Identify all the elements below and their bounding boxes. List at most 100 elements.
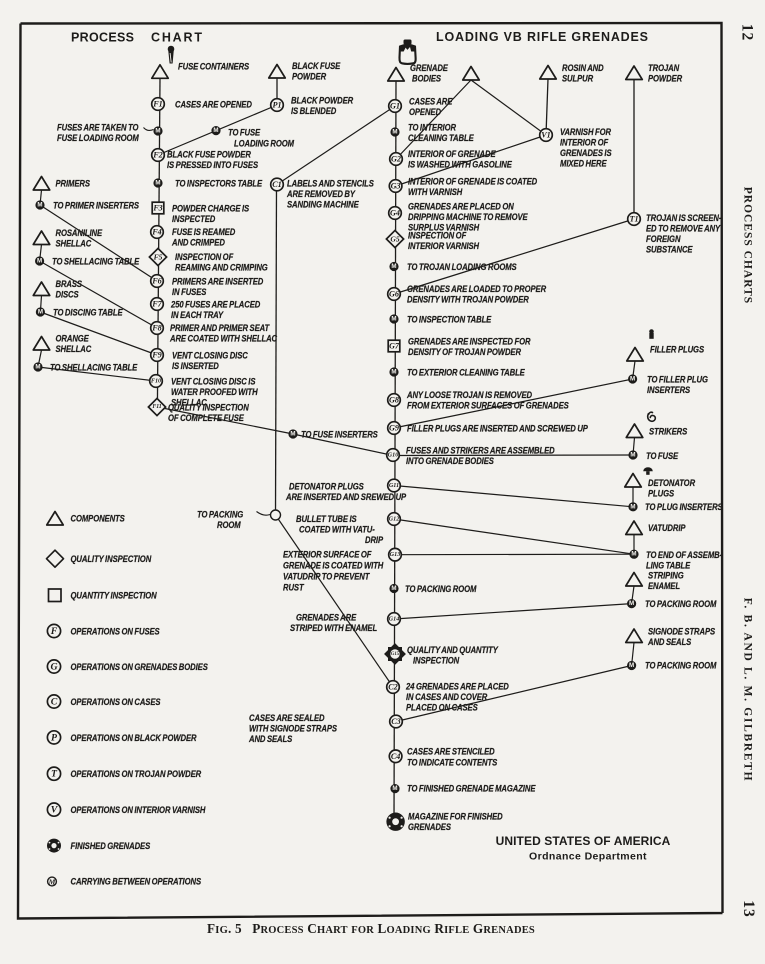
svg-text:INTERIOR OF GRENADE: INTERIOR OF GRENADE: [408, 148, 497, 159]
svg-text:M: M: [629, 600, 634, 607]
svg-text:FOREIGN: FOREIGN: [646, 233, 681, 244]
svg-text:POWDER CHARGE IS: POWDER CHARGE IS: [172, 203, 249, 214]
svg-text:G10: G10: [388, 452, 399, 459]
svg-text:TO INTERIOR: TO INTERIOR: [408, 122, 457, 133]
svg-text:SHELLAC: SHELLAC: [56, 238, 92, 249]
svg-text:AND CRIMPED: AND CRIMPED: [171, 237, 225, 248]
svg-text:M: M: [392, 785, 397, 792]
svg-text:M: M: [290, 431, 295, 438]
svg-text:AND SEALS: AND SEALS: [647, 636, 691, 647]
svg-text:POWDER: POWDER: [292, 71, 327, 82]
svg-text:IN FUSES: IN FUSES: [172, 286, 207, 297]
svg-text:SHELLAC: SHELLAC: [56, 343, 92, 354]
svg-text:DRIPPING MACHINE TO REMOVE: DRIPPING MACHINE TO REMOVE: [408, 211, 529, 222]
svg-text:OPERATIONS ON GRENADES BODIES: OPERATIONS ON GRENADES BODIES: [71, 661, 209, 672]
svg-text:BLACK POWDER: BLACK POWDER: [291, 95, 354, 106]
svg-text:G4: G4: [390, 209, 400, 218]
svg-text:PRIMERS ARE INSERTED: PRIMERS ARE INSERTED: [172, 276, 264, 287]
svg-text:M: M: [630, 376, 635, 383]
svg-text:13: 13: [740, 900, 757, 918]
svg-text:F7: F7: [151, 300, 162, 309]
svg-text:LOADING ROOM: LOADING ROOM: [234, 138, 295, 149]
svg-text:VENT CLOSING DISC: VENT CLOSING DISC: [172, 350, 248, 361]
svg-text:G15: G15: [391, 652, 400, 657]
svg-text:OPENED: OPENED: [409, 106, 442, 117]
svg-text:STRIPED WITH ENAMEL: STRIPED WITH ENAMEL: [290, 622, 377, 633]
svg-text:INTO GRENADE BODIES: INTO GRENADE BODIES: [406, 455, 494, 466]
svg-text:BLACK FUSE: BLACK FUSE: [292, 60, 341, 71]
svg-text:IS BLENDED: IS BLENDED: [291, 105, 337, 116]
svg-text:M: M: [38, 309, 43, 316]
svg-text:V: V: [51, 805, 59, 816]
svg-text:FUSE IS REAMED: FUSE IS REAMED: [172, 226, 236, 237]
svg-text:Ordnance Department: Ordnance Department: [529, 851, 647, 863]
svg-text:TO SHELLACING TABLE: TO SHELLACING TABLE: [50, 362, 138, 373]
svg-text:M: M: [155, 180, 160, 187]
svg-text:AND SEALS: AND SEALS: [248, 733, 292, 744]
svg-text:OPERATIONS ON CASES: OPERATIONS ON CASES: [71, 696, 161, 707]
svg-text:M: M: [391, 585, 396, 592]
svg-text:M: M: [630, 452, 635, 459]
svg-text:BODIES: BODIES: [412, 73, 441, 84]
svg-text:IS INSERTED: IS INSERTED: [172, 360, 219, 371]
svg-text:SANDING MACHINE: SANDING MACHINE: [287, 199, 360, 210]
svg-text:F4: F4: [151, 228, 162, 237]
svg-text:CASES ARE STENCILED: CASES ARE STENCILED: [407, 746, 495, 757]
svg-text:LOADING VB RIFLE GRENADES: LOADING VB RIFLE GRENADES: [436, 30, 650, 44]
svg-text:F11: F11: [152, 404, 161, 410]
svg-text:CHART: CHART: [151, 31, 204, 45]
svg-text:FUSES ARE TAKEN TO: FUSES ARE TAKEN TO: [57, 122, 139, 133]
svg-text:PRIMERS: PRIMERS: [56, 178, 91, 189]
svg-text:BLACK FUSE POWDER: BLACK FUSE POWDER: [167, 149, 252, 160]
svg-text:FILLER PLUGS ARE INSERTED AND: FILLER PLUGS ARE INSERTED AND SCREWED UP: [407, 423, 588, 434]
svg-text:CARRYING BETWEEN OPERATIONS: CARRYING BETWEEN OPERATIONS: [71, 876, 202, 887]
svg-text:G9: G9: [389, 424, 399, 433]
svg-text:ARE REMOVED BY: ARE REMOVED BY: [286, 188, 356, 199]
svg-text:TROJAN: TROJAN: [648, 62, 680, 73]
svg-text:GRENADES ARE LOADED TO PROPER: GRENADES ARE LOADED TO PROPER: [407, 283, 547, 294]
svg-text:FINISHED GRENADES: FINISHED GRENADES: [71, 840, 151, 851]
svg-text:INTERIOR VARNISH: INTERIOR VARNISH: [408, 240, 480, 251]
svg-text:GRENADE IS COATED WITH: GRENADE IS COATED WITH: [283, 560, 384, 571]
svg-text:ROSANILINE: ROSANILINE: [56, 227, 104, 238]
svg-text:C: C: [51, 696, 58, 707]
svg-text:EXTERIOR SURFACE OF: EXTERIOR SURFACE OF: [283, 549, 372, 560]
svg-text:BRASS: BRASS: [56, 278, 83, 289]
svg-text:COMPONENTS: COMPONENTS: [71, 513, 125, 524]
svg-text:BULLET TUBE IS: BULLET TUBE IS: [296, 513, 357, 524]
svg-text:VENT CLOSING DISC IS: VENT CLOSING DISC IS: [171, 376, 256, 387]
svg-text:ROSIN AND: ROSIN AND: [562, 62, 604, 73]
svg-text:DISCS: DISCS: [56, 289, 79, 300]
svg-text:G3: G3: [391, 182, 401, 191]
svg-text:STRIPING: STRIPING: [648, 570, 684, 581]
svg-text:M: M: [155, 128, 160, 135]
svg-text:STRIKERS: STRIKERS: [649, 426, 687, 437]
svg-text:INTERIOR OF: INTERIOR OF: [560, 137, 609, 148]
svg-text:M: M: [629, 662, 634, 669]
svg-text:G6: G6: [389, 290, 400, 299]
svg-text:TO PLUG INSERTERS: TO PLUG INSERTERS: [645, 501, 723, 512]
svg-text:250 FUSES ARE PLACED: 250 FUSES ARE PLACED: [170, 299, 261, 310]
svg-text:F3: F3: [152, 204, 162, 213]
svg-text:QUALITY INSPECTION: QUALITY INSPECTION: [71, 553, 152, 564]
svg-text:F5: F5: [154, 253, 163, 262]
svg-text:G13: G13: [390, 551, 401, 558]
svg-text:DENSITY OF TROJAN POWDER: DENSITY OF TROJAN POWDER: [408, 346, 522, 357]
svg-text:G12: G12: [389, 516, 400, 523]
svg-text:G8: G8: [389, 396, 399, 405]
svg-text:V1: V1: [541, 131, 551, 140]
svg-text:OPERATIONS ON FUSES: OPERATIONS ON FUSES: [71, 626, 160, 637]
svg-text:TO INSPECTORS TABLE: TO INSPECTORS TABLE: [175, 178, 263, 189]
svg-text:CLEANING TABLE: CLEANING TABLE: [408, 132, 475, 143]
svg-text:PRIMER AND PRIMER SEAT: PRIMER AND PRIMER SEAT: [170, 322, 270, 333]
svg-text:C1: C1: [272, 180, 282, 189]
svg-text:M: M: [391, 263, 396, 270]
svg-text:FROM EXTERIOR SURFACES OF GREN: FROM EXTERIOR SURFACES OF GRENADES: [407, 400, 569, 411]
svg-text:INSERTERS: INSERTERS: [647, 384, 690, 395]
svg-text:TO FUSE: TO FUSE: [228, 127, 261, 138]
svg-text:M: M: [392, 129, 397, 136]
svg-text:VATUDRIP: VATUDRIP: [648, 522, 686, 533]
svg-text:G: G: [50, 661, 57, 672]
svg-text:CASES ARE OPENED: CASES ARE OPENED: [175, 99, 253, 110]
svg-text:G14: G14: [389, 616, 400, 623]
